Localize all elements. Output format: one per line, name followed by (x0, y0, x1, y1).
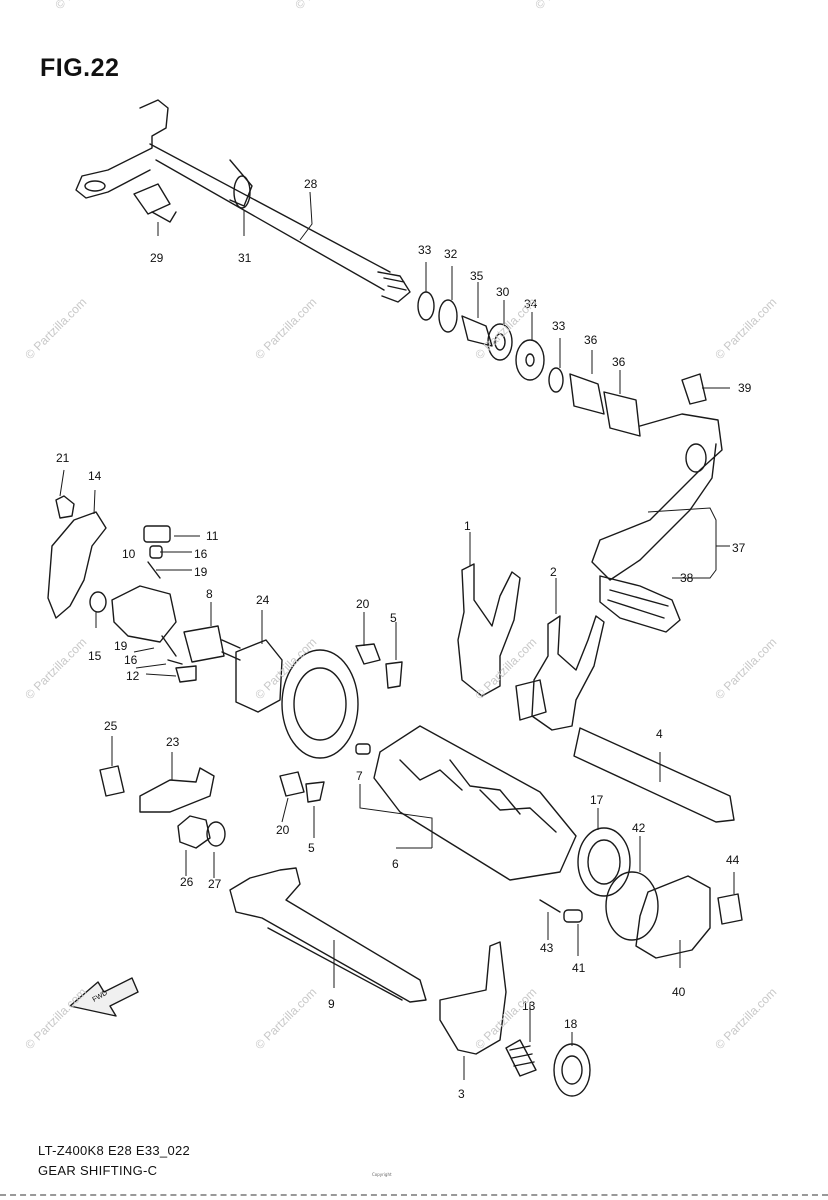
model-code: LT-Z400K8 E28 E33_022 (38, 1143, 191, 1158)
callout-8: 8 (206, 587, 213, 601)
callout-36: 36 (584, 333, 598, 347)
callout-24: 24 (256, 593, 270, 607)
callout-43: 43 (540, 941, 554, 955)
callout-35: 35 (470, 269, 484, 283)
page-edge-divider (0, 1194, 828, 1200)
callout-20: 20 (276, 823, 290, 837)
watermark-group: © Partzilla.com © Partzilla.com © Partzill… (22, 0, 779, 1052)
watermark-text: © Partzilla.com (712, 635, 779, 702)
callout-6: 6 (392, 857, 399, 871)
callout-44: 44 (726, 853, 740, 867)
watermark-text: © Partzilla.com (712, 985, 779, 1052)
watermark-text: © Partzilla.com (252, 985, 319, 1052)
watermark-text: © Partzilla.com (22, 635, 89, 702)
callout-34: 34 (524, 297, 538, 311)
callout-1: 1 (464, 519, 471, 533)
callout-29: 29 (150, 251, 164, 265)
callout-3: 3 (458, 1087, 465, 1101)
watermark-text: © Partzilla.com (292, 0, 359, 12)
watermark-text: © Partzilla.com (532, 0, 599, 12)
callout-21: 21 (56, 451, 70, 465)
callout-13: 13 (522, 999, 536, 1013)
callout-14: 14 (88, 469, 102, 483)
callout-16: 16 (194, 547, 208, 561)
clip-31-part (233, 175, 251, 209)
callout-17: 17 (590, 793, 604, 807)
callout-19: 19 (194, 565, 208, 579)
watermark-text: © Partzilla.com (52, 0, 119, 12)
callout-10: 10 (122, 547, 136, 561)
callout-18: 18 (564, 1017, 578, 1031)
callout-38: 38 (680, 571, 694, 585)
callout-7: 7 (356, 769, 363, 783)
shift-fork-part (439, 563, 605, 1055)
bolt-29-part (133, 183, 177, 223)
watermark-text: © Partzilla.com (472, 635, 539, 702)
watermark-text: © Partzilla.com (22, 295, 89, 362)
watermark-text: © Partzilla.com (22, 985, 89, 1052)
callout-11: 11 (206, 529, 219, 543)
callout-41: 41 (572, 961, 586, 975)
callout-5: 5 (390, 611, 397, 625)
callout-28: 28 (304, 177, 318, 191)
fwd-arrow-icon (69, 977, 139, 1017)
callout-33: 33 (418, 243, 432, 257)
callout-39: 39 (738, 381, 752, 395)
callout-36: 36 (612, 355, 626, 369)
callout-37: 37 (732, 541, 746, 555)
callout-26: 26 (180, 875, 194, 889)
gearshift-shaft-part (229, 867, 427, 1003)
watermark-text: © Partzilla.com (712, 295, 779, 362)
watermark-text: © Partzilla.com (252, 635, 319, 702)
callout-27: 27 (208, 877, 222, 891)
callout-9: 9 (328, 997, 335, 1011)
shift-shaft-part (75, 99, 411, 303)
callout-20: 20 (356, 597, 370, 611)
section-title: GEAR SHIFTING-C (38, 1163, 158, 1178)
watermark-text: © Partzilla.com (252, 295, 319, 362)
callout-32: 32 (444, 247, 458, 261)
shift-lever-part (591, 373, 723, 633)
callout-33: 33 (552, 319, 566, 333)
gearshift-cam-part (373, 725, 577, 881)
callout-23: 23 (166, 735, 180, 749)
figure-label: FIG.22 (40, 54, 120, 82)
callout-15: 15 (88, 649, 102, 663)
copyright-line: Copyright (372, 1172, 392, 1177)
callout-4: 4 (656, 727, 663, 741)
callout-31: 31 (238, 251, 252, 265)
callout-12: 12 (126, 669, 140, 683)
callout-16: 16 (124, 653, 138, 667)
callout-30: 30 (496, 285, 510, 299)
callout-group: 1234556789101112131415161617181919202021… (56, 177, 752, 1101)
callout-5: 5 (308, 841, 315, 855)
callout-19: 19 (114, 639, 128, 653)
callout-40: 40 (672, 985, 686, 999)
callout-25: 25 (104, 719, 118, 733)
callout-42: 42 (632, 821, 646, 835)
watermark-text: © Partzilla.com (472, 295, 539, 362)
callout-2: 2 (550, 565, 557, 579)
